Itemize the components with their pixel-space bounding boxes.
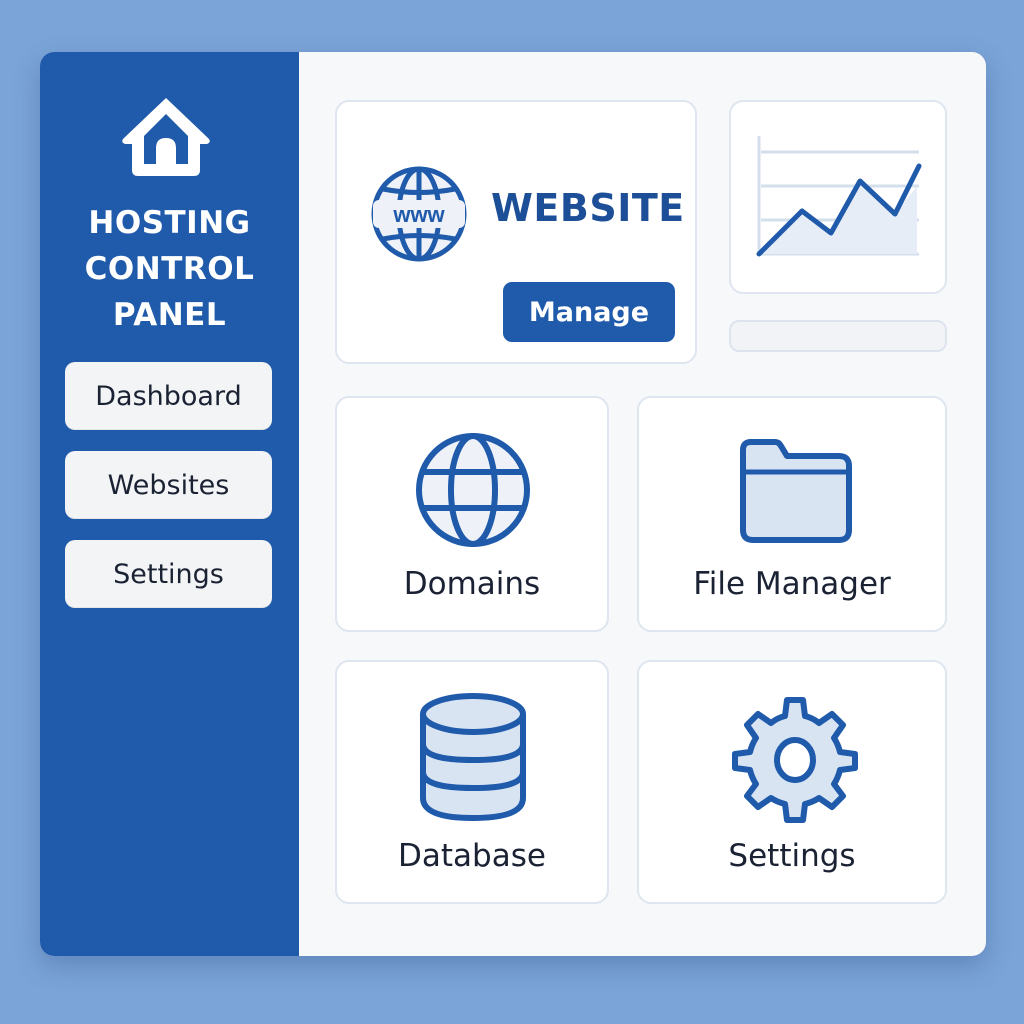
sidebar-item-label: Websites <box>107 469 230 501</box>
folder-icon <box>740 439 852 543</box>
sidebar-item-settings[interactable]: Settings <box>65 540 272 608</box>
sidebar-item-dashboard[interactable]: Dashboard <box>65 362 272 430</box>
www-globe-icon: www <box>371 166 467 262</box>
sidebar: HOSTING CONTROL PANEL Dashboard Websites… <box>40 52 299 956</box>
website-title: WEBSITE <box>491 186 685 230</box>
gear-icon <box>732 697 858 823</box>
sidebar-item-websites[interactable]: Websites <box>65 451 272 519</box>
tile-file-manager[interactable]: File Manager <box>637 396 947 632</box>
manage-button[interactable]: Manage <box>503 282 675 342</box>
tile-settings[interactable]: Settings <box>637 660 947 904</box>
brand-title: HOSTING CONTROL PANEL <box>40 200 299 338</box>
sidebar-item-label: Dashboard <box>95 380 242 412</box>
tile-label: Domains <box>403 566 541 602</box>
line-chart-icon <box>756 136 922 257</box>
tile-label: File Manager <box>693 566 891 602</box>
globe-icon <box>416 433 530 547</box>
sidebar-item-label: Settings <box>113 558 224 590</box>
database-icon <box>420 693 526 822</box>
tile-label: Settings <box>728 838 856 874</box>
brand-line: CONTROL <box>84 251 255 287</box>
tile-domains[interactable]: Domains <box>335 396 609 632</box>
brand-line: HOSTING <box>88 205 251 241</box>
tile-label: Database <box>398 838 546 874</box>
brand-line: PANEL <box>112 297 227 333</box>
progress-bar-placeholder <box>729 320 947 352</box>
main-content: www WEBSITE Manage <box>299 52 986 956</box>
tile-database[interactable]: Database <box>335 660 609 904</box>
website-card: www WEBSITE Manage <box>335 100 697 364</box>
svg-text:www: www <box>392 202 445 227</box>
app-window: HOSTING CONTROL PANEL Dashboard Websites… <box>40 52 986 956</box>
home-icon <box>122 98 210 176</box>
analytics-chart-card[interactable] <box>729 100 947 294</box>
